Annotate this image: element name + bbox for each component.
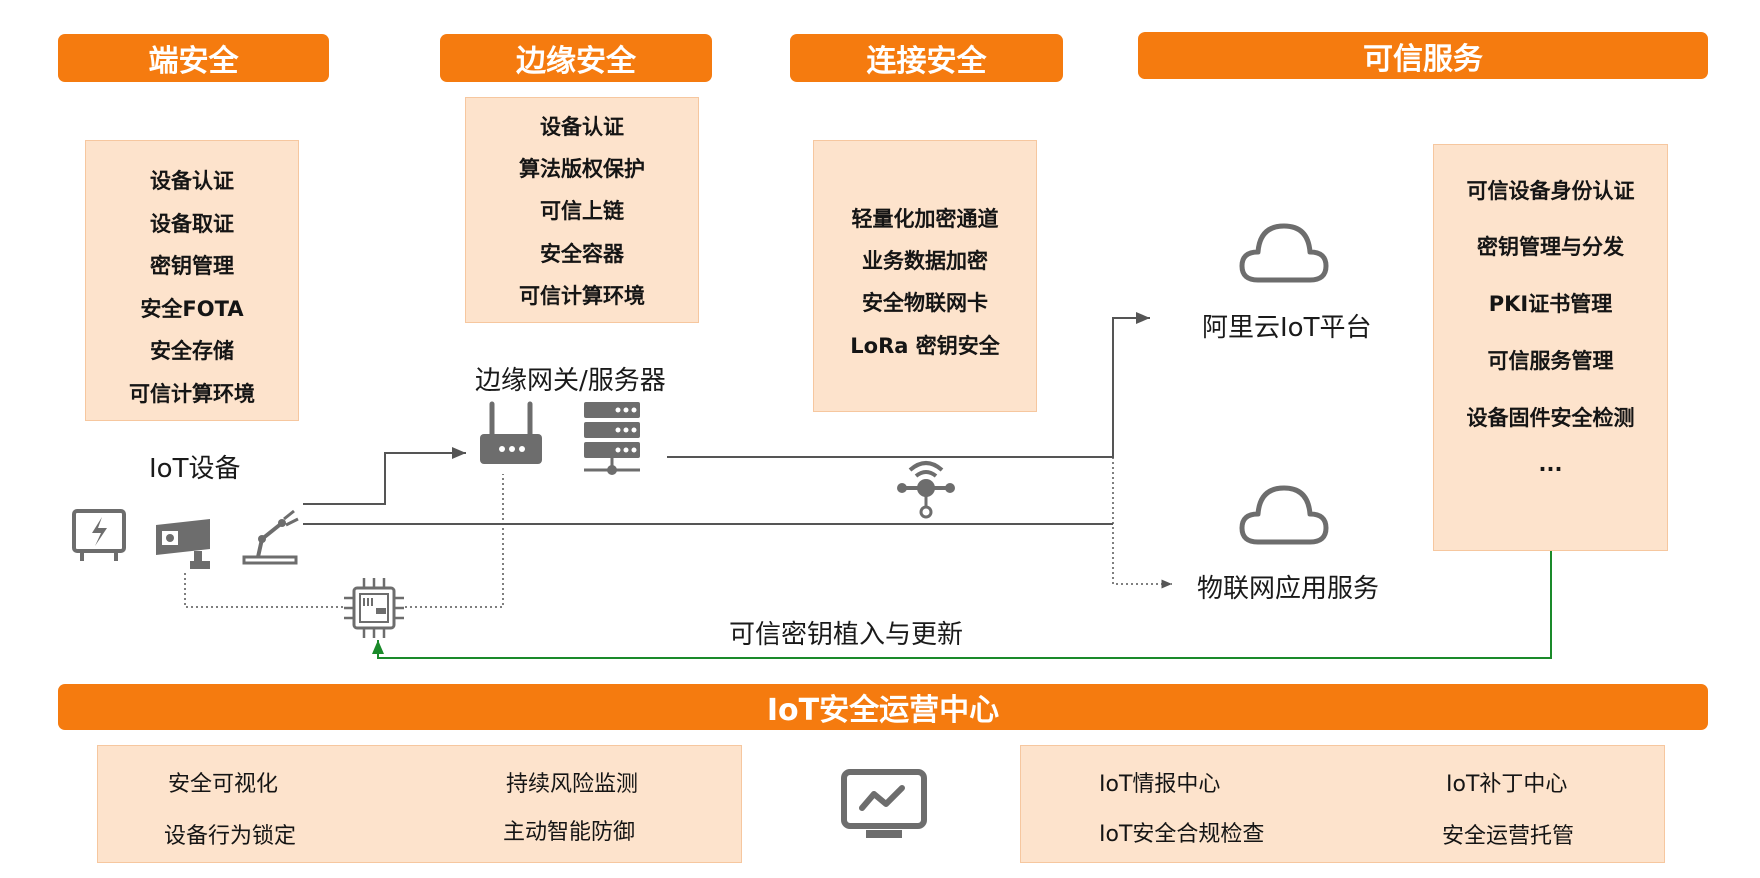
soc-left-item: 持续风险监测: [506, 772, 639, 797]
trusted-item: 设备固件安全检测: [1466, 406, 1635, 430]
cloud-icon: [1239, 223, 1329, 283]
endpoint-item: 可信计算环境: [129, 382, 255, 406]
soc-left-item: 设备行为锁定: [164, 824, 297, 849]
endpoint-item: 设备取证: [150, 212, 234, 236]
edge-item: 可信计算环境: [519, 284, 645, 308]
gateway-to-cloud-line: [667, 312, 1150, 458]
connection-item: 安全物联网卡: [862, 291, 988, 315]
edge-item: 安全容器: [540, 242, 624, 266]
header-endpoint-security: 端安全: [58, 34, 329, 82]
device-to-gateway-line: [303, 447, 466, 505]
cloud-platform-label: 阿里云IoT平台: [1202, 313, 1372, 343]
robot-arm-icon: [242, 509, 299, 565]
edge-gateway-label: 边缘网关/服务器: [475, 366, 666, 396]
trusted-services-box: 可信设备身份认证 密钥管理与分发 PKI证书管理 可信服务管理 设备固件安全检测…: [1433, 144, 1668, 551]
connection-item: LoRa 密钥安全: [850, 334, 1000, 358]
soc-left-item: 安全可视化: [168, 772, 279, 797]
iot-device-label: IoT设备: [149, 454, 241, 484]
trusted-item: 密钥管理与分发: [1477, 235, 1624, 259]
edge-security-box: 设备认证 算法版权保护 可信上链 安全容器 可信计算环境: [465, 97, 699, 323]
iot-app-label: 物联网应用服务: [1197, 574, 1380, 604]
connection-security-box: 轻量化加密通道 业务数据加密 安全物联网卡 LoRa 密钥安全: [813, 140, 1037, 412]
header-iot-soc: IoT安全运营中心: [58, 684, 1708, 730]
connection-item: 业务数据加密: [862, 249, 988, 273]
trusted-item: 可信服务管理: [1487, 349, 1614, 373]
endpoint-item: 设备认证: [150, 169, 234, 193]
server-icon: [584, 402, 640, 475]
endpoint-item: 安全存储: [150, 339, 234, 363]
chip-to-gateway-dotted-line: [405, 474, 504, 608]
key-update-label: 可信密钥植入与更新: [729, 620, 964, 650]
chip-icon: [344, 578, 404, 638]
endpoint-security-box: 设备认证 设备取证 密钥管理 安全FOTA 安全存储 可信计算环境: [85, 140, 299, 421]
key-update-line: [372, 551, 1552, 659]
wireless-hub-icon: [897, 461, 955, 519]
camera-to-chip-dotted-line: [184, 573, 343, 608]
edge-item: 算法版权保护: [519, 157, 645, 181]
header-connection-security: 连接安全: [790, 34, 1063, 82]
soc-left-box: 安全可视化 持续风险监测 设备行为锁定 主动智能防御: [97, 745, 742, 863]
soc-left-item: 主动智能防御: [503, 820, 636, 845]
soc-right-item: IoT安全合规检查: [1099, 822, 1265, 847]
soc-right-item: 安全运营托管: [1442, 824, 1575, 849]
trusted-item: PKI证书管理: [1488, 292, 1613, 316]
edge-item: 可信上链: [540, 199, 624, 223]
trusted-item: 可信设备身份认证: [1466, 179, 1635, 203]
soc-right-box: IoT情报中心 IoT补丁中心 IoT安全合规检查 安全运营托管: [1020, 745, 1665, 863]
router-icon: [480, 401, 542, 464]
edge-item: 设备认证: [540, 115, 624, 139]
soc-right-item: IoT补丁中心: [1446, 772, 1568, 797]
endpoint-item: 密钥管理: [150, 254, 234, 278]
trusted-item: ...: [1538, 452, 1563, 476]
header-trusted-services: 可信服务: [1138, 32, 1708, 79]
connection-item: 轻量化加密通道: [851, 207, 999, 231]
monitor-chart-icon: [841, 769, 927, 838]
endpoint-item: 安全FOTA: [140, 297, 244, 321]
camera-icon: [156, 519, 210, 569]
meter-icon: [72, 509, 126, 561]
cloud-icon: [1239, 485, 1329, 545]
to-app-dotted-line: [1112, 457, 1172, 589]
soc-right-item: IoT情报中心: [1099, 772, 1221, 797]
header-edge-security: 边缘安全: [440, 34, 712, 82]
